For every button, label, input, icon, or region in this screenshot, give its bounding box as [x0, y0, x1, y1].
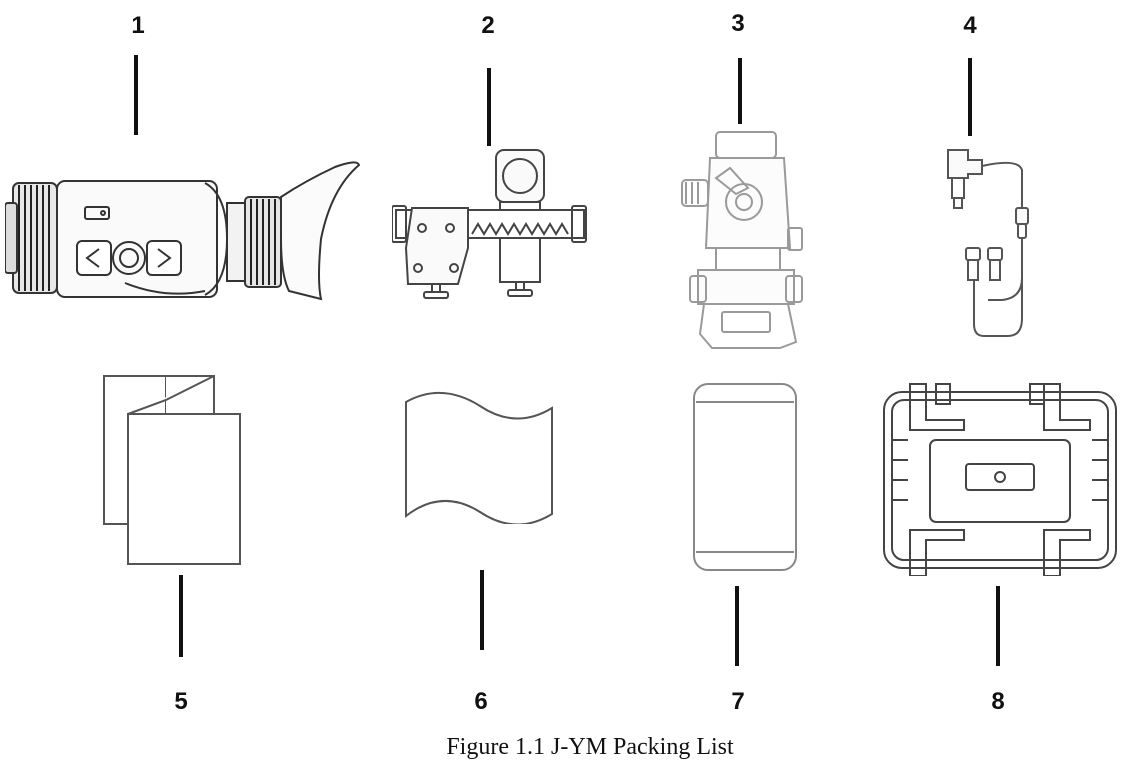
item-number-7: 7	[731, 688, 745, 715]
item-number-1: 1	[131, 12, 145, 39]
leader-line-2	[487, 68, 491, 146]
hard-carry-case-icon	[880, 380, 1120, 576]
leader-line-8	[996, 586, 1000, 666]
item-number-3: 3	[731, 10, 745, 37]
item-number-8: 8	[991, 688, 1005, 715]
folded-manual-icon	[100, 374, 246, 568]
leader-line-5	[179, 575, 183, 657]
item-number-5: 5	[174, 688, 188, 715]
leader-line-1	[134, 55, 138, 135]
figure-caption: Figure 1.1 J-YM Packing List	[446, 734, 734, 760]
power-cable-icon	[938, 148, 1038, 348]
cleaning-cloth-icon	[402, 388, 562, 524]
rail-adapter-mount-icon	[392, 148, 592, 300]
leader-line-7	[735, 586, 739, 666]
helmet-mount-icon	[676, 128, 806, 354]
item-number-6: 6	[474, 688, 488, 715]
thermal-monocular-icon	[5, 155, 365, 305]
item-number-4: 4	[963, 12, 977, 39]
leader-line-6	[480, 570, 484, 650]
storage-pouch-icon	[690, 380, 800, 574]
item-number-2: 2	[481, 12, 495, 39]
leader-line-3	[738, 58, 742, 124]
leader-line-4	[968, 58, 972, 136]
